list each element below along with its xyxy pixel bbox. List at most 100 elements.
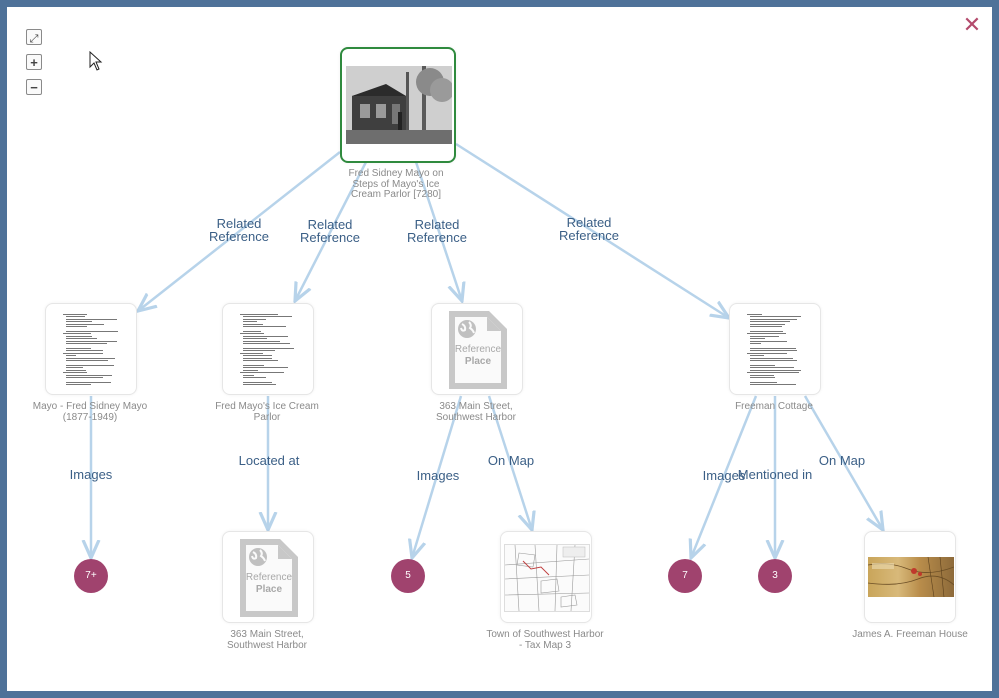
- document-thumbnail: [747, 312, 805, 388]
- edge-place-images: [412, 395, 463, 558]
- document-text-line: [243, 331, 261, 332]
- document-text-line: [243, 357, 272, 359]
- edge-root-parlor: [295, 161, 368, 301]
- document-text-line: [750, 321, 790, 323]
- document-text-line: [240, 314, 278, 315]
- images-count-badge[interactable]: 7+: [74, 559, 108, 593]
- caption-line: (1877-1949): [62, 411, 118, 423]
- zoom-out-button[interactable]: −: [26, 79, 42, 95]
- document-text-line: [66, 384, 91, 386]
- document-text-line: [243, 377, 266, 378]
- caption-line: 363 Main Street,: [439, 401, 513, 412]
- document-text-line: [66, 377, 103, 378]
- node-cottage-document[interactable]: [729, 303, 821, 395]
- edge-cottage-map: [803, 395, 883, 530]
- document-text-line: [66, 340, 117, 342]
- mouse-pointer-icon: [89, 51, 103, 71]
- node-place-reference-2[interactable]: Reference Place: [222, 531, 314, 623]
- edge-label-line: Related: [414, 217, 460, 232]
- document-text-line: [66, 335, 92, 337]
- document-text-line: [243, 323, 263, 325]
- edge-label-line: Reference: [300, 230, 360, 245]
- document-text-line: [750, 318, 797, 320]
- minus-icon: −: [30, 80, 38, 95]
- document-text-line: [750, 377, 775, 378]
- document-text-line: [747, 333, 786, 335]
- node-caption: Freeman Cottage: [699, 401, 849, 413]
- document-text-line: [63, 352, 103, 354]
- root-node[interactable]: [340, 47, 456, 163]
- document-text-line: [750, 340, 787, 342]
- document-text-line: [66, 382, 111, 383]
- node-caption: James A. Freeman House: [835, 629, 985, 641]
- node-place-reference[interactable]: Reference Place: [431, 303, 523, 395]
- images-count-badge[interactable]: 7: [668, 559, 702, 593]
- document-text-line: [750, 316, 801, 318]
- document-text-line: [750, 369, 801, 371]
- icon-text: Reference: [245, 572, 293, 583]
- document-text-line: [750, 350, 797, 352]
- document-text-line: [750, 338, 765, 340]
- document-text-line: [66, 331, 118, 332]
- document-text-line: [750, 335, 779, 337]
- document-text-line: [750, 382, 777, 383]
- icon-text: Place: [464, 356, 492, 367]
- node-freeman-house-map[interactable]: [864, 531, 956, 623]
- edge-label-related-reference: Related Reference: [205, 217, 273, 243]
- document-text-line: [66, 321, 92, 323]
- document-text-line: [243, 318, 266, 320]
- node-mayo-document[interactable]: [45, 303, 137, 395]
- document-text-line: [66, 360, 108, 361]
- document-text-line: [243, 360, 278, 361]
- icon-text: Reference: [454, 344, 502, 355]
- edge-label-line: Located at: [238, 453, 300, 468]
- root-photo-thumbnail: [346, 66, 452, 144]
- mentioned-in-count-badge[interactable]: 3: [758, 559, 792, 593]
- document-text-line: [243, 343, 290, 344]
- edge-label-line: Images: [702, 468, 746, 483]
- edge-root-mayo: [138, 151, 341, 311]
- edge-label-line: Related: [307, 217, 353, 232]
- document-text-line: [750, 357, 793, 359]
- caption-line: Fred Mayo's Ice Cream: [215, 401, 319, 412]
- edge-label-line: Mentioned in: [737, 467, 813, 482]
- document-text-line: [750, 323, 785, 325]
- close-button[interactable]: ✕: [962, 14, 982, 36]
- document-thumbnail: [63, 312, 121, 388]
- document-text-line: [66, 318, 117, 320]
- document-thumbnail: [240, 312, 298, 388]
- document-text-line: [240, 333, 264, 335]
- document-text-line: [750, 331, 783, 332]
- node-parlor-document[interactable]: [222, 303, 314, 395]
- document-text-line: [750, 348, 796, 349]
- document-text-line: [747, 352, 787, 354]
- document-text-line: [747, 314, 762, 315]
- edge-place-map: [487, 395, 532, 530]
- document-text-line: [750, 384, 796, 386]
- edge-root-cottage: [455, 142, 729, 318]
- document-text-line: [750, 365, 775, 366]
- document-text-line: [747, 372, 799, 374]
- edge-label-images: Images: [691, 469, 757, 482]
- document-text-line: [243, 365, 264, 366]
- expand-arrows-icon: ⤢: [29, 33, 39, 45]
- node-tax-map[interactable]: [500, 531, 592, 623]
- document-text-line: [243, 355, 272, 357]
- document-text-line: [243, 338, 267, 340]
- zoom-in-button[interactable]: +: [26, 54, 42, 70]
- caption-line: - Tax Map 3: [518, 639, 572, 651]
- document-text-line: [750, 326, 782, 327]
- fit-view-button[interactable]: ⤢: [26, 29, 42, 45]
- document-text-line: [243, 369, 258, 371]
- edge-label-images: Images: [405, 469, 471, 482]
- document-text-line: [63, 372, 87, 374]
- edge-root-place: [414, 161, 462, 301]
- edge-label-on-map: On Map: [478, 454, 544, 467]
- edge-label-line: Reference: [209, 229, 269, 244]
- images-count-badge[interactable]: 5: [391, 559, 425, 593]
- document-text-line: [750, 374, 774, 376]
- edge-label-images: Images: [58, 468, 124, 481]
- edge-cottage-images: [691, 395, 758, 558]
- document-text-line: [750, 355, 764, 357]
